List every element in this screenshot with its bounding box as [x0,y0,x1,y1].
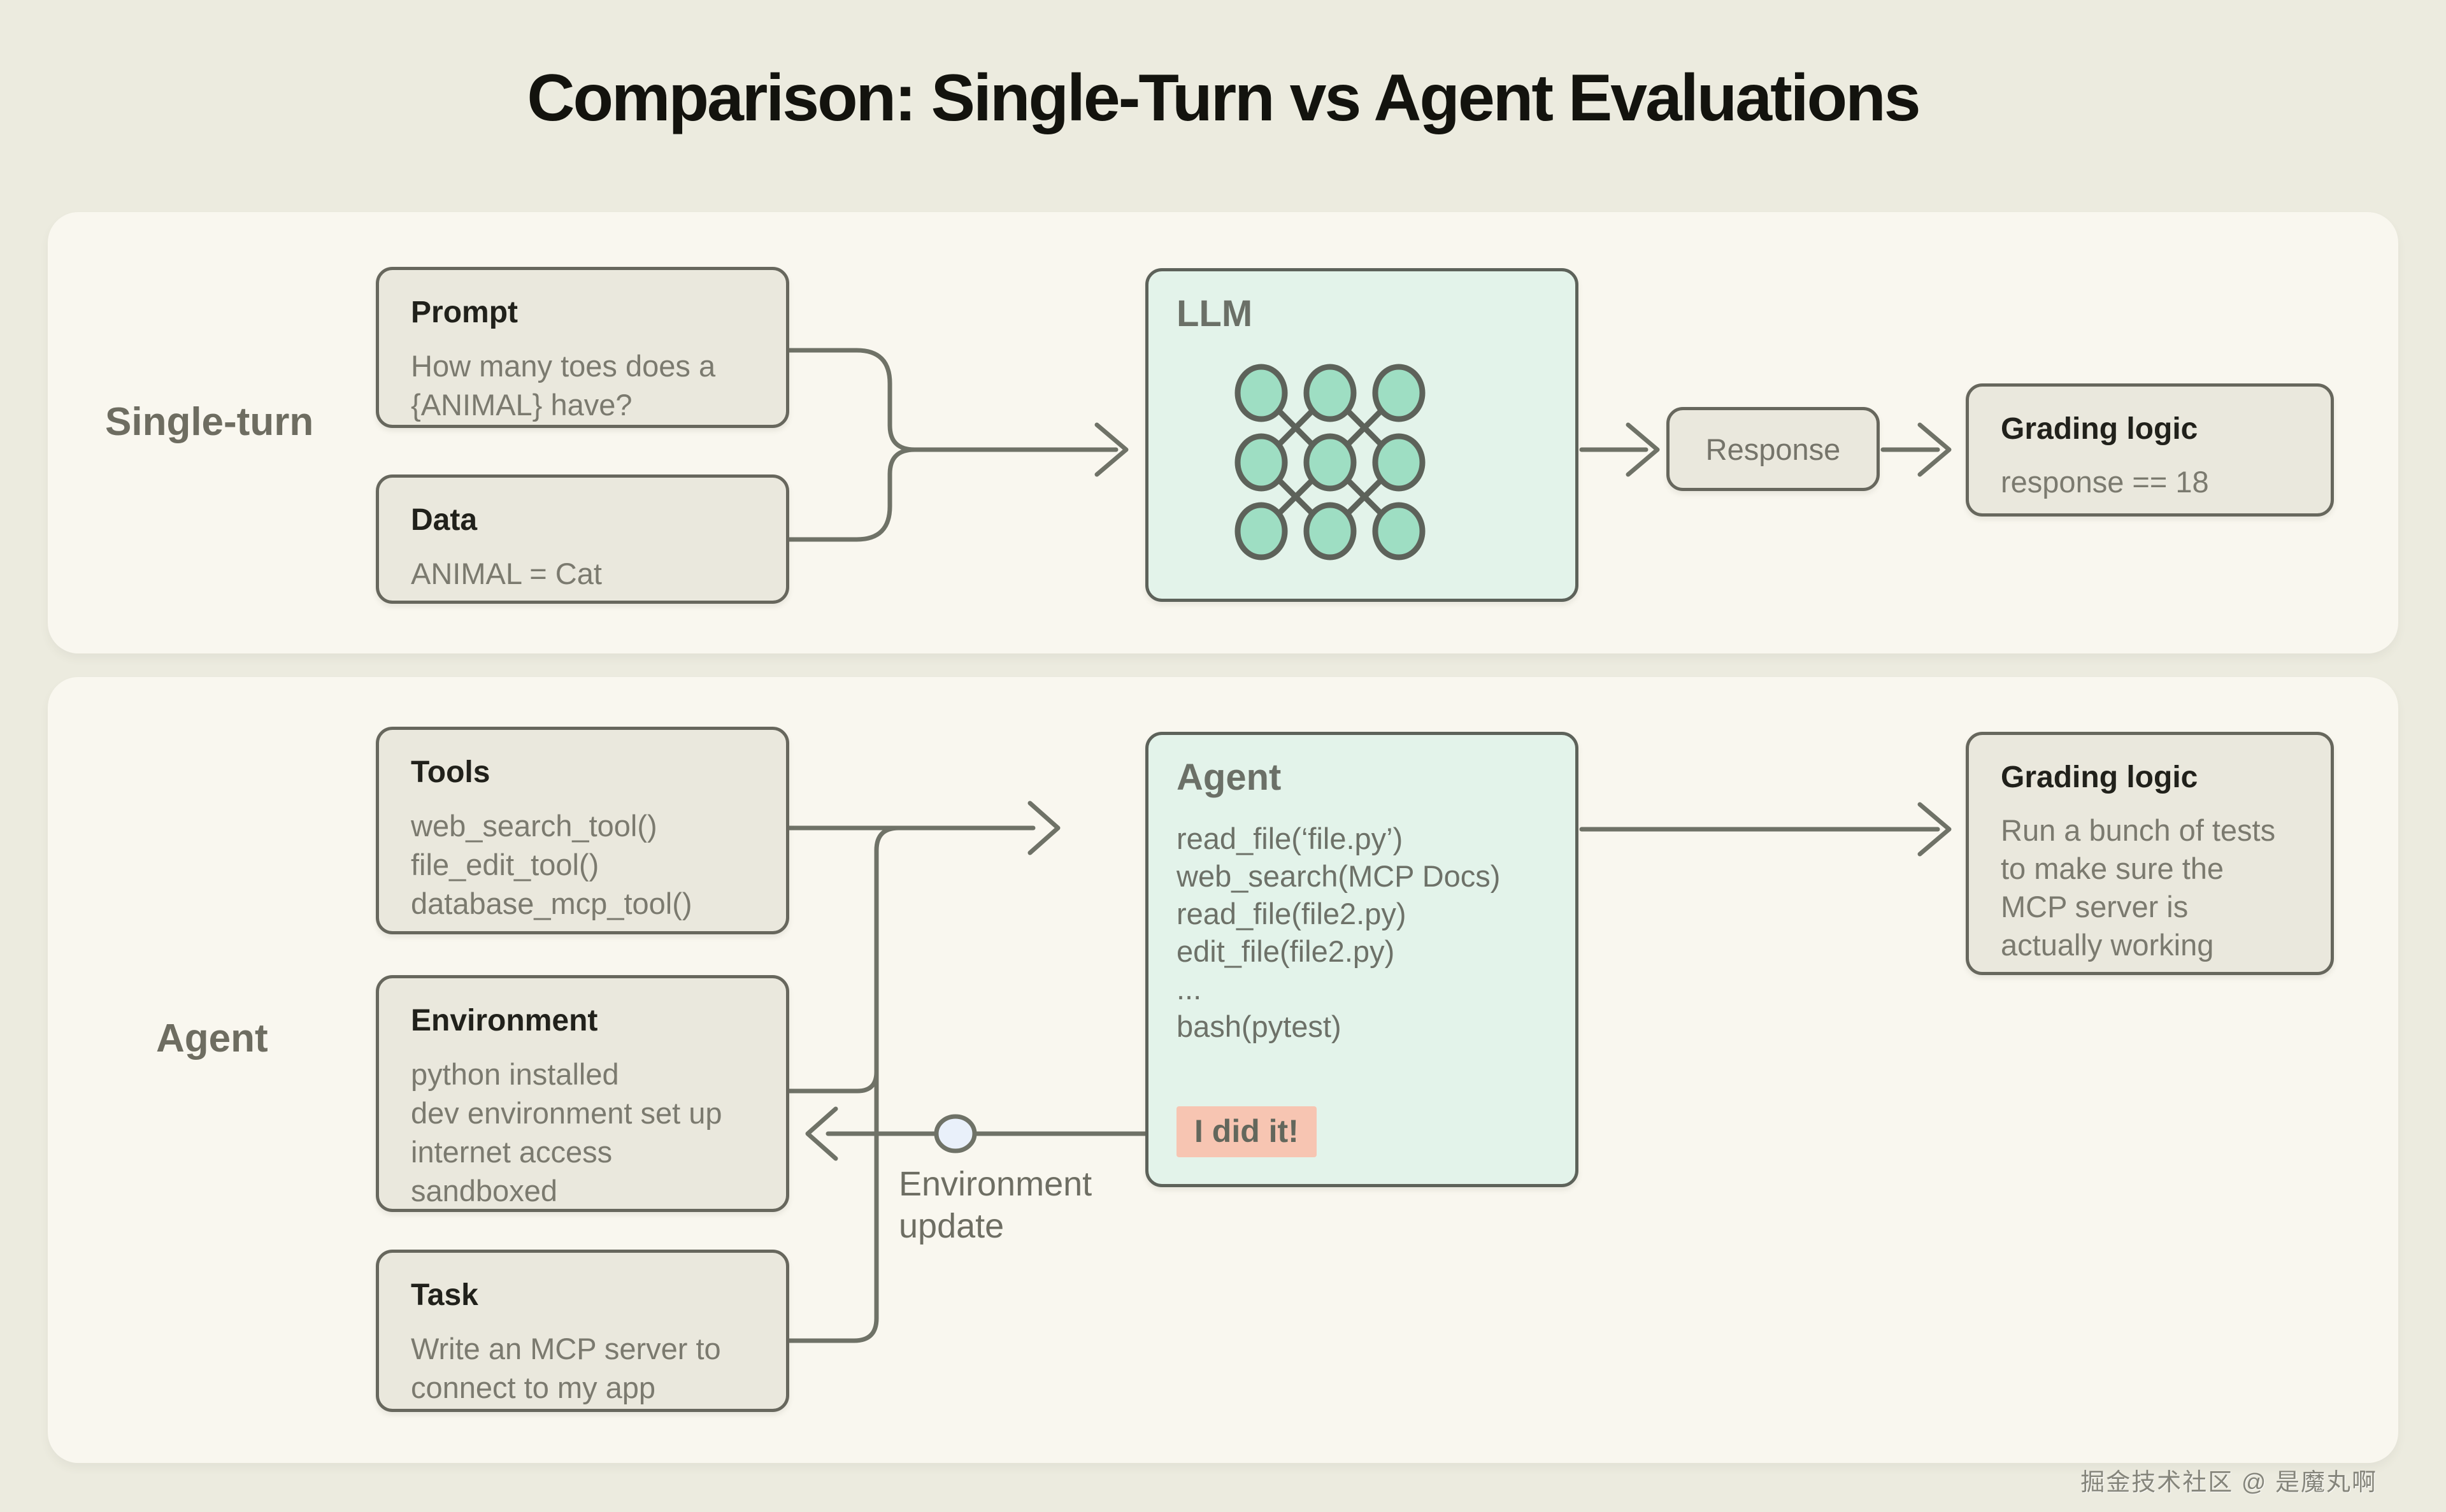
environment-box: Environment python installed dev environ… [376,975,789,1212]
response-box: Response [1666,407,1880,491]
grading-line: to make sure the [2001,852,2224,886]
arrowhead-to-environment [805,1106,838,1161]
data-box: Data ANIMAL = Cat [376,474,789,604]
agent-call: read_file(‘file.py’) [1177,821,1403,855]
arrowhead-to-grading-top [1917,422,1952,477]
environment-update-line: Environment [899,1165,1092,1203]
tools-line: web_search_tool() [411,809,657,843]
watermark: 掘金技术社区 @ 是魔丸啊 [2080,1469,2377,1496]
prompt-title: Prompt [411,296,518,329]
grading-title: Grading logic [2001,760,2198,794]
agent-row-label: Agent [156,1016,268,1060]
task-title: Task [411,1278,478,1312]
llm-title: LLM [1177,293,1253,334]
arrowhead-to-llm [1094,422,1129,477]
agent-call-ellipsis: ... [1177,971,1202,1006]
neural-network-nodes [1234,364,1426,560]
page-title: Comparison: Single-Turn vs Agent Evaluat… [527,61,1920,135]
environment-line: python installed [411,1057,619,1092]
tools-title: Tools [411,755,490,789]
arrowhead-to-response [1626,422,1660,477]
grading-line: Run a bunch of tests [2001,813,2276,848]
agent-box: Agent read_file(‘file.py’) web_search(MC… [1145,732,1578,1187]
response-label: Response [1705,432,1841,466]
prompt-box: Prompt How many toes does a {ANIMAL} hav… [376,267,789,428]
arrowhead-to-agent [1027,801,1061,855]
environment-title: Environment [411,1004,598,1038]
single-turn-row-label: Single-turn [105,400,314,444]
environment-update-line: update [899,1207,1005,1245]
task-box: Task Write an MCP server to connect to m… [376,1250,789,1412]
environment-update-label: Environment update [899,1163,1092,1247]
grading-logic-box-single-turn: Grading logic response == 18 [1966,383,2334,517]
agent-box-title: Agent [1177,757,1282,798]
grading-line: actually working [2001,928,2214,962]
wire-task-trunk [787,825,901,1343]
agent-tool-calls: read_file(‘file.py’) web_search(MCP Docs… [1177,820,1547,1045]
environment-update-dot [934,1114,977,1153]
agent-call: bash(pytest) [1177,1009,1341,1043]
grading-title: Grading logic [2001,412,2198,446]
prompt-line: {ANIMAL} have? [411,388,633,422]
grading-line: MCP server is [2001,890,2189,924]
agent-call: read_file(file2.py) [1177,896,1406,931]
grading-logic-box-agent: Grading logic Run a bunch of tests to ma… [1966,732,2334,975]
neural-network-icon [1234,364,1426,560]
llm-box: LLM [1145,268,1578,602]
task-line: connect to my app [411,1371,656,1405]
success-chip: I did it! [1177,1106,1317,1157]
tools-line: database_mcp_tool() [411,887,692,921]
wire-environment-trunk [787,1069,879,1094]
environment-line: dev environment set up [411,1096,722,1130]
grading-line: response == 18 [2001,465,2209,499]
agent-call: edit_file(file2.py) [1177,934,1395,968]
environment-line: sandboxed [411,1174,557,1208]
task-line: Write an MCP server to [411,1332,721,1366]
arrowhead-to-grading-bottom [1917,802,1952,857]
data-title: Data [411,503,478,537]
data-line: ANIMAL = Cat [411,557,602,591]
wire-data-merge [787,447,917,542]
prompt-line: How many toes does a [411,349,716,383]
tools-box: Tools web_search_tool() file_edit_tool()… [376,727,789,934]
wire-prompt-merge [787,348,917,452]
tools-line: file_edit_tool() [411,848,599,882]
agent-call: web_search(MCP Docs) [1177,859,1501,893]
environment-line: internet access [411,1135,613,1169]
